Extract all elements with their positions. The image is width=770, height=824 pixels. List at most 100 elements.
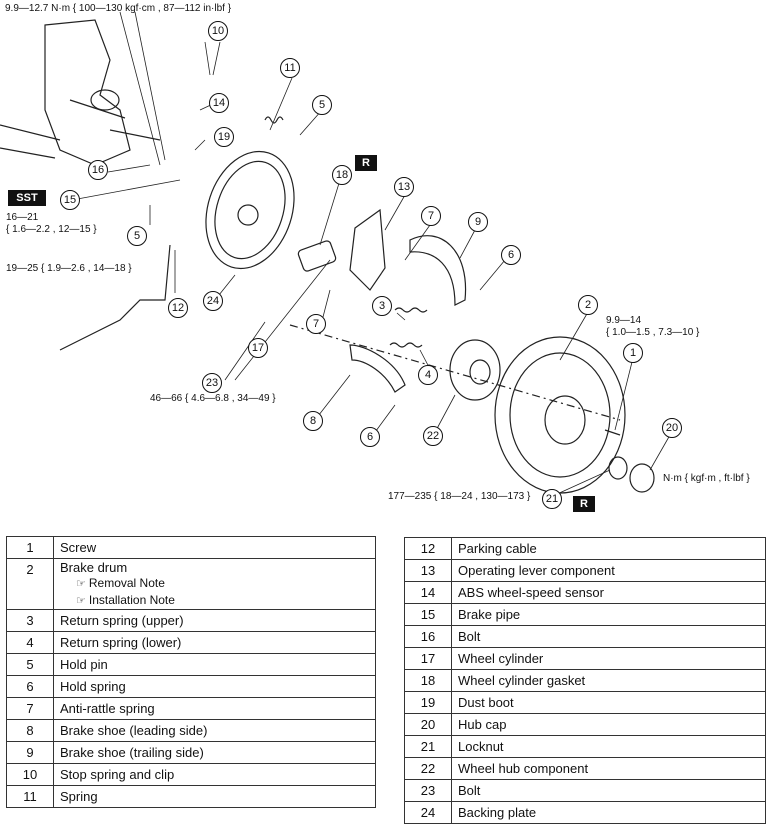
part-name: Locknut [451, 735, 766, 758]
callout-19: 19 [214, 127, 234, 147]
part-number: 9 [6, 741, 54, 764]
part-name: Operating lever component [451, 559, 766, 582]
part-name: Bolt [451, 779, 766, 802]
wheel-cylinder-shape [297, 240, 337, 272]
callout-20: 20 [662, 418, 682, 438]
torque-label-screw-b: { 1.0—1.5 , 7.3—10 } [606, 327, 700, 338]
callout-7a: 7 [421, 206, 441, 226]
part-number: 8 [6, 719, 54, 742]
callout-10: 10 [208, 21, 228, 41]
locknut-shape [608, 456, 628, 480]
part-name: Stop spring and clip [53, 763, 376, 786]
callout-2: 2 [578, 295, 598, 315]
part-number: 19 [404, 691, 452, 714]
callout-22: 22 [423, 426, 443, 446]
callout-6a: 6 [501, 245, 521, 265]
table-row: 2 Brake drum ☞Removal Note ☞Installation… [6, 558, 376, 610]
backing-plate-inner [214, 160, 286, 260]
torque-label-top: 9.9—12.7 N·m { 100—130 kgf·cm , 87—112 i… [5, 3, 232, 14]
callout-4: 4 [418, 365, 438, 385]
r-badge-bottom: R [573, 496, 595, 512]
torque-label-backing-bolt: 46—66 { 4.6—6.8 , 34—49 } [150, 393, 276, 404]
part-name: Return spring (lower) [53, 631, 376, 654]
callout-1: 1 [623, 343, 643, 363]
part-name: Parking cable [451, 537, 766, 560]
part-name: Brake shoe (trailing side) [53, 741, 376, 764]
sst-badge: SST [8, 190, 46, 206]
part-number: 4 [6, 631, 54, 654]
part-number: 24 [404, 801, 452, 824]
callout-5a: 5 [312, 95, 332, 115]
part-name: ABS wheel-speed sensor [451, 581, 766, 604]
removal-note[interactable]: ☞Removal Note [60, 575, 369, 592]
part-number: 18 [404, 669, 452, 692]
callout-23: 23 [202, 373, 222, 393]
hub-cap-shape [629, 463, 655, 493]
part-number: 15 [404, 603, 452, 626]
torque-label-sst-a: 16—21 [6, 212, 39, 223]
brake-drum-center [544, 395, 586, 445]
leading-shoe-shape [349, 344, 406, 393]
diagram-drawing [0, 11, 671, 496]
table-row: 1 Screw [6, 536, 376, 559]
lower-spring-shape [389, 342, 423, 348]
part-name-cell: Brake drum ☞Removal Note ☞Installation N… [53, 558, 376, 610]
parking-cable-shape [59, 244, 171, 351]
part-number: 10 [6, 763, 54, 786]
brake-drum-rim [509, 352, 611, 478]
torque-label-locknut: 177—235 { 18—24 , 130—173 } [388, 491, 531, 502]
part-name: Backing plate [451, 801, 766, 824]
part-number: 3 [6, 609, 54, 632]
wheel-hub-bore [469, 359, 491, 385]
screw-shape [604, 429, 621, 436]
part-name: Return spring (upper) [53, 609, 376, 632]
reference-icon: ☞ [76, 577, 86, 590]
part-name: Brake shoe (leading side) [53, 719, 376, 742]
torque-unit-label: N·m { kgf·m , ft·lbf } [663, 473, 750, 484]
leader-lines-b [149, 179, 671, 496]
part-name: Dust boot [451, 691, 766, 714]
backing-plate-hub-hole [237, 204, 259, 226]
part-number: 13 [404, 559, 452, 582]
part-number: 5 [6, 653, 54, 676]
callout-24: 24 [203, 291, 223, 311]
part-number: 12 [404, 537, 452, 560]
callout-7b: 7 [306, 314, 326, 334]
part-number: 21 [404, 735, 452, 758]
callout-13: 13 [394, 177, 414, 197]
brake-drum-outer [494, 336, 626, 494]
leader-lines-a [71, 41, 323, 201]
part-name: Hub cap [451, 713, 766, 736]
part-name: Hold spring [53, 675, 376, 698]
torque-label-screw-a: 9.9—14 [606, 315, 642, 326]
part-name: Wheel hub component [451, 757, 766, 780]
part-name: Hold pin [53, 653, 376, 676]
callout-6b: 6 [360, 427, 380, 447]
backing-plate-shape [205, 150, 295, 270]
exploded-brake-diagram: 9.9—12.7 N·m { 100—130 kgf·cm , 87—112 i… [0, 3, 750, 512]
center-line [289, 324, 621, 421]
part-number: 6 [6, 675, 54, 698]
callout-12: 12 [168, 298, 188, 318]
part-name: Wheel cylinder gasket [451, 669, 766, 692]
installation-note[interactable]: ☞Installation Note [60, 592, 369, 609]
part-number: 7 [6, 697, 54, 720]
part-number: 20 [404, 713, 452, 736]
